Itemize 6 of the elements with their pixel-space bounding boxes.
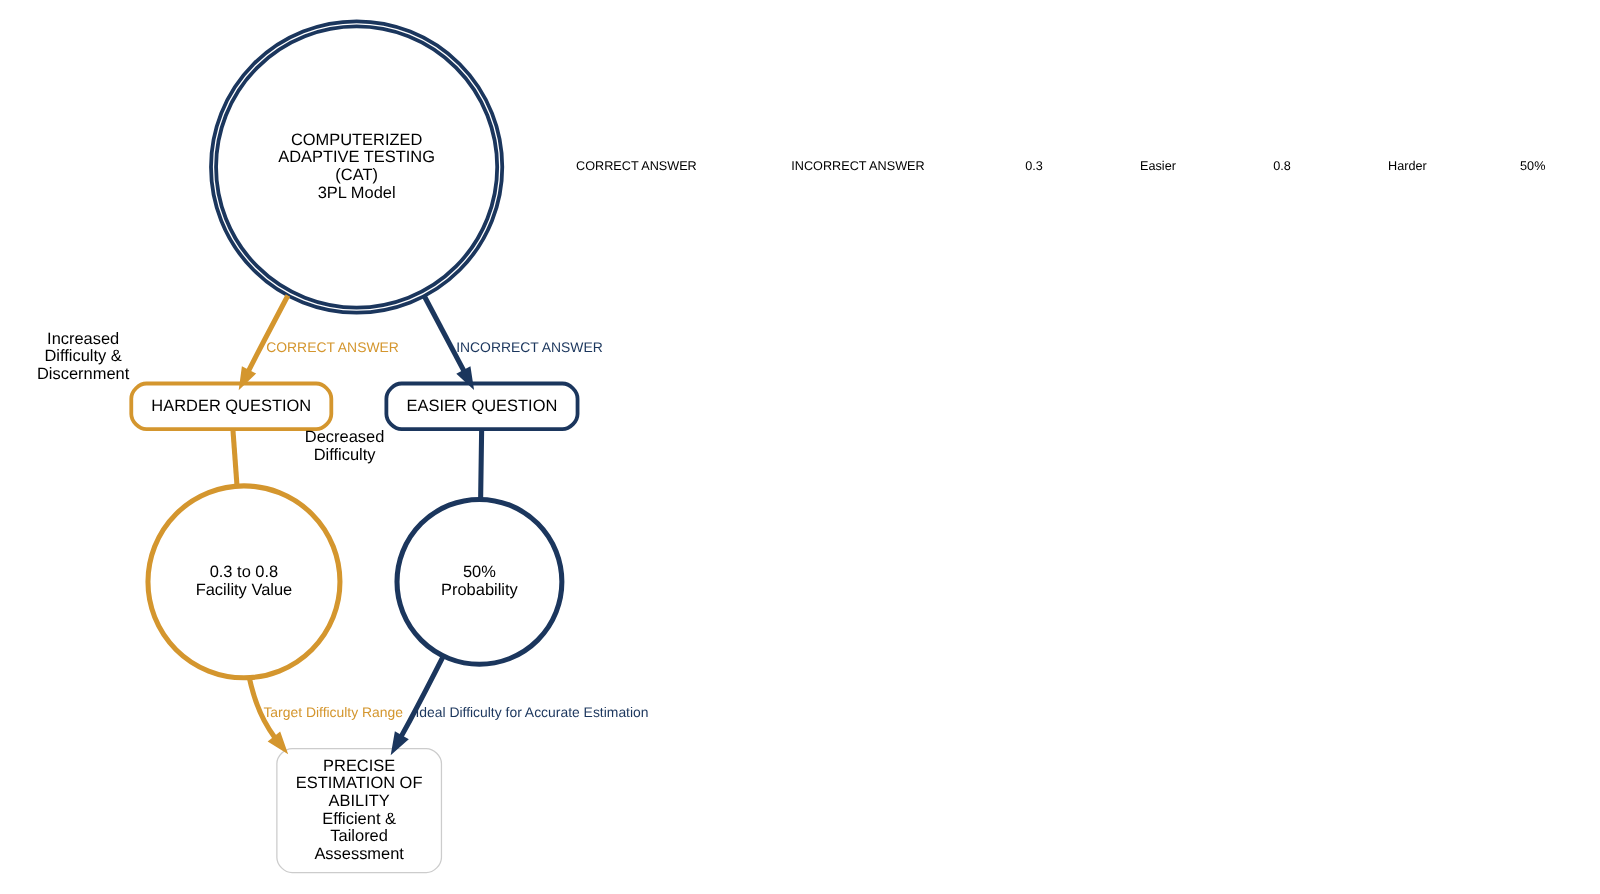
arrow (237, 294, 290, 391)
arrow (389, 654, 445, 756)
connector (229, 428, 239, 487)
connector (477, 429, 484, 500)
arrow (421, 294, 474, 391)
arrow (245, 677, 288, 755)
